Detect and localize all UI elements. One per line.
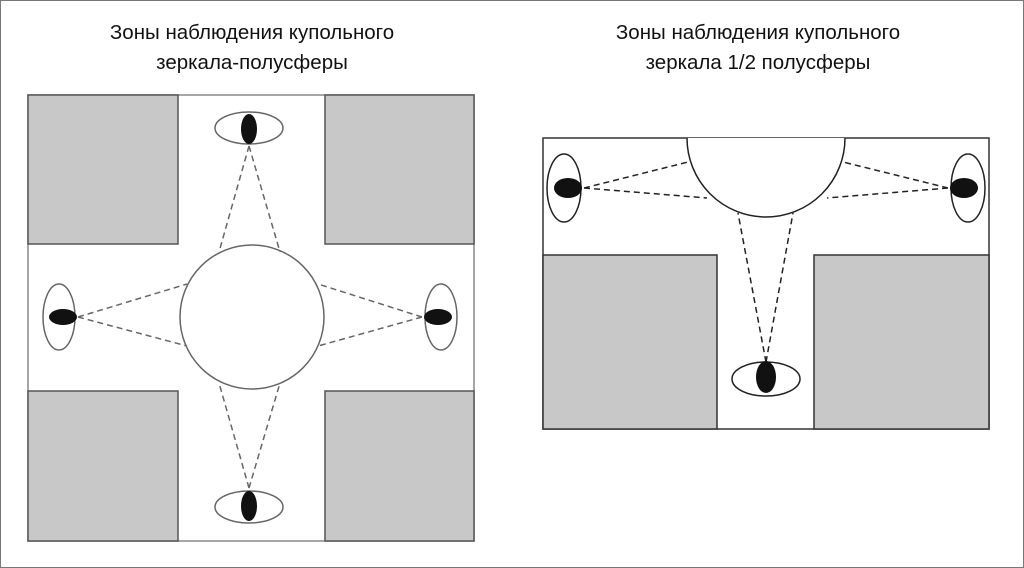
building-top-left: [27, 94, 179, 245]
right-diagram-title: Зоны наблюдения купольного зеркала 1/2 п…: [518, 18, 998, 78]
sight-line-top: [218, 145, 281, 253]
left-diagram-title: Зоны наблюдения купольного зеркала-полус…: [12, 18, 492, 78]
sight-line-right: [317, 283, 423, 347]
spherical-mirror: [179, 244, 325, 390]
left-title-line2: зеркала-полусферы: [156, 51, 348, 74]
building-top-right: [324, 94, 475, 245]
half-dome-mirror: [686, 137, 846, 218]
sight-line-left: [583, 161, 708, 199]
sight-line-bottom: [737, 212, 794, 363]
eye-icon-bottom: [214, 490, 284, 524]
right-title-line1: Зоны наблюдения купольного: [615, 21, 901, 44]
building-bottom-right: [324, 390, 475, 542]
eye-icon-left: [42, 283, 77, 351]
building-bottom-left: [27, 390, 179, 542]
eye-icon-left: [546, 153, 582, 223]
sight-lines: [77, 145, 423, 489]
t-junction-diagram: [542, 137, 990, 430]
eye-icon-right: [424, 283, 458, 351]
sight-line-left: [77, 283, 188, 347]
eye-icon-top: [214, 111, 284, 145]
sight-line-bottom: [218, 382, 281, 489]
right-title-line2: зеркала 1/2 полусферы: [645, 51, 871, 74]
building-left: [542, 254, 718, 430]
left-title-line1: Зоны наблюдения купольного: [109, 21, 395, 44]
building-right: [813, 254, 990, 430]
eye-icon-right: [950, 153, 986, 223]
eye-icon-bottom: [731, 361, 801, 397]
sight-line-right: [826, 161, 949, 199]
sight-lines-half: [583, 161, 949, 363]
crossroads-diagram: [27, 94, 475, 542]
